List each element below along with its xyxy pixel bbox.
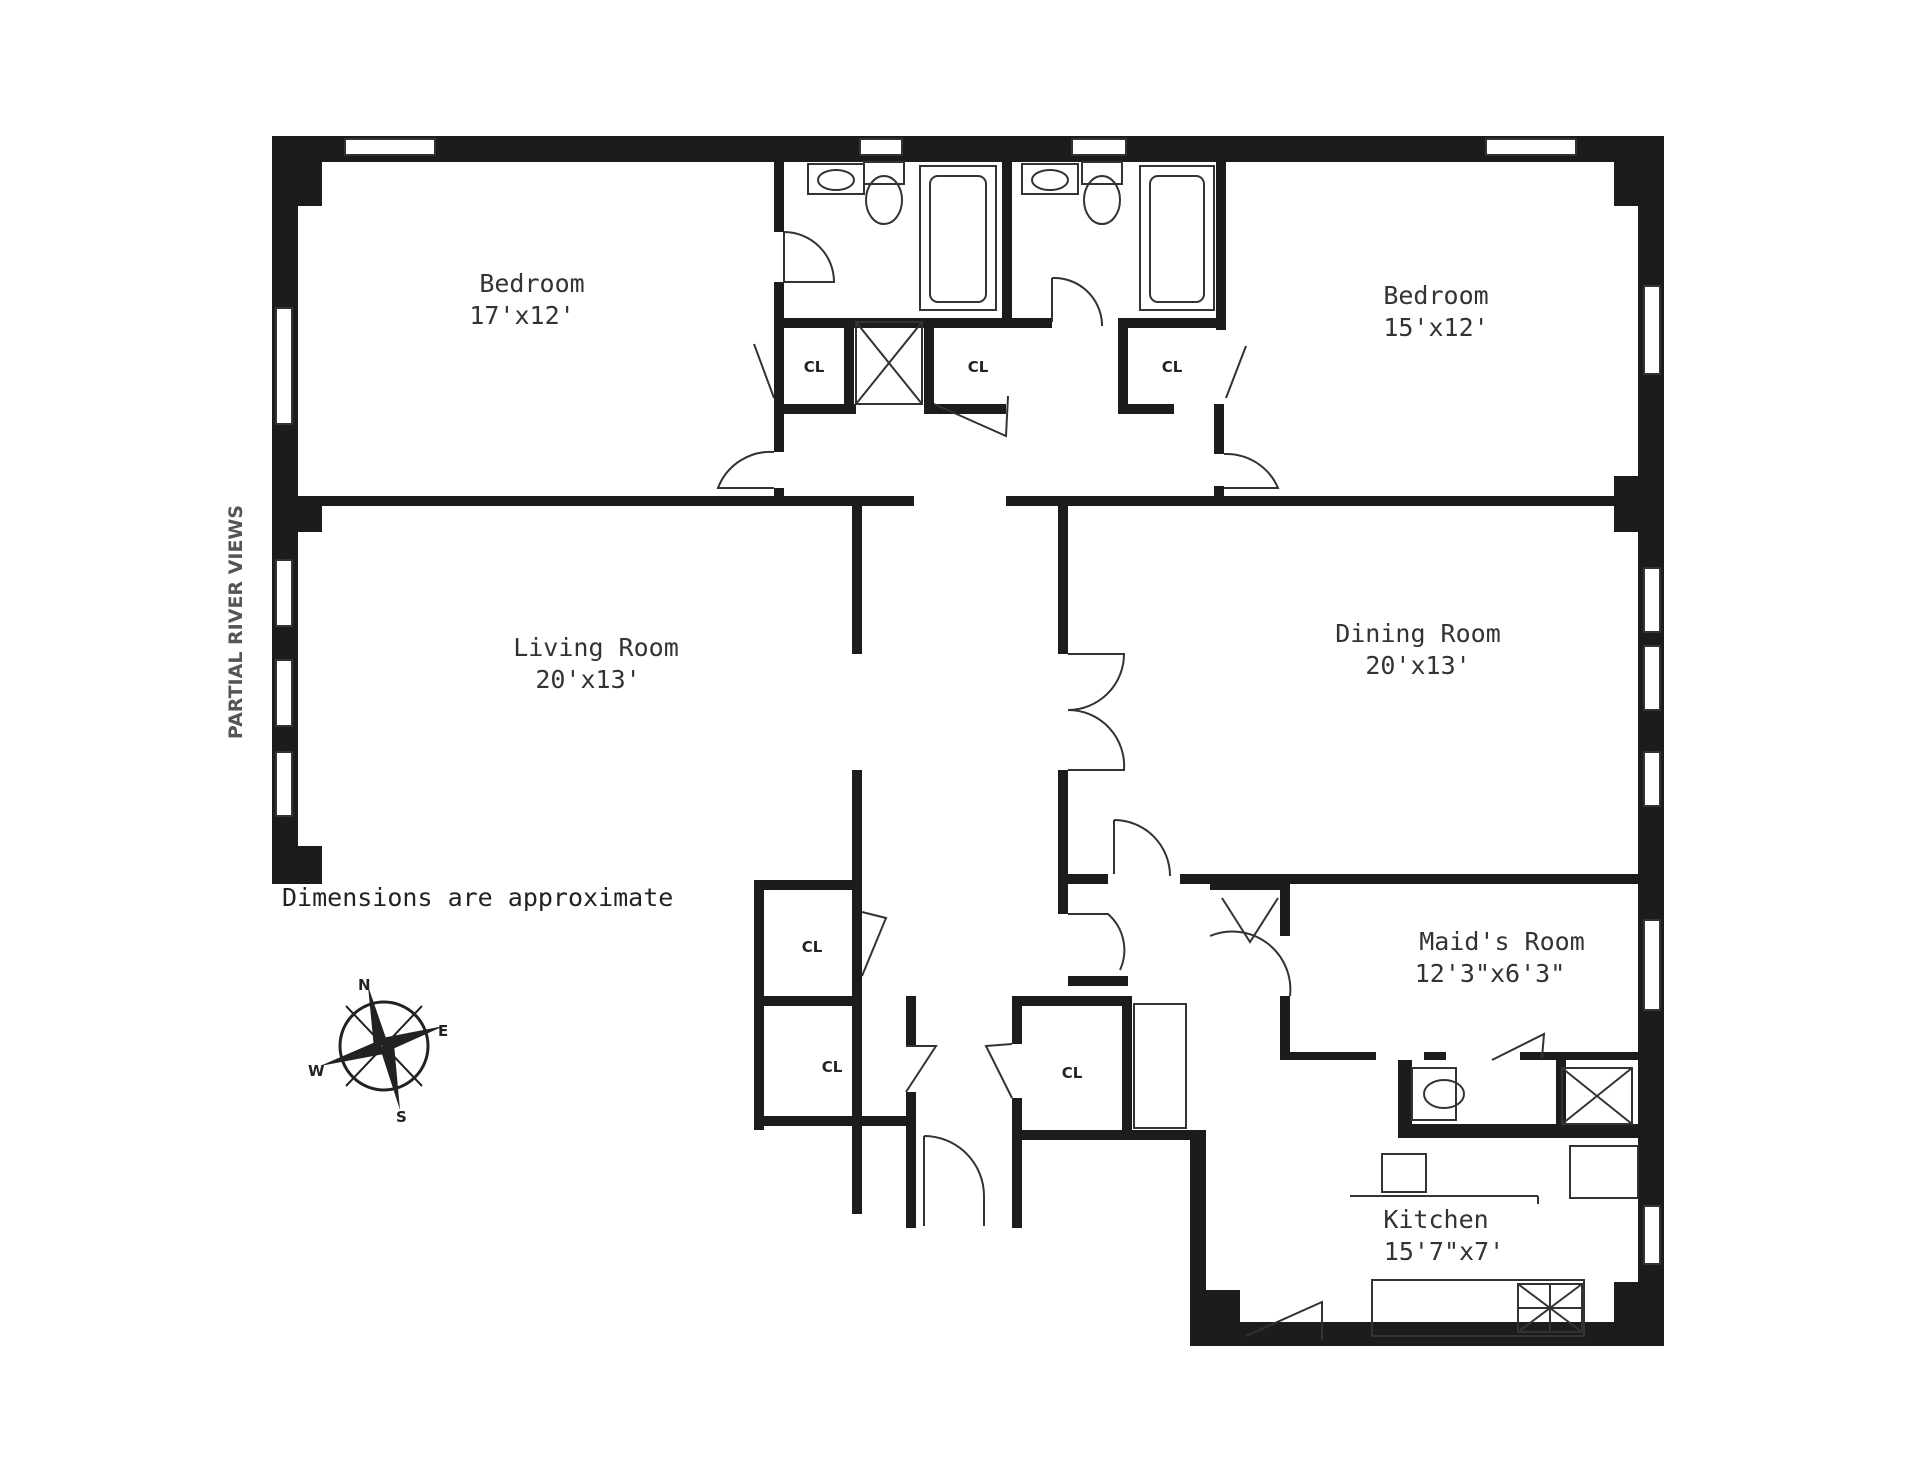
toilet-icon — [1411, 1067, 1457, 1121]
room-name-living-room: Living Room — [513, 633, 679, 662]
refrigerator-icon — [1569, 1145, 1639, 1199]
closet-label: CL — [804, 358, 825, 376]
sink-icon — [1381, 1153, 1427, 1193]
closet-label: CL — [1162, 358, 1183, 376]
counter-icon — [1371, 1279, 1585, 1337]
toilet-icon — [863, 161, 905, 185]
bathtub-icon — [919, 165, 997, 311]
room-name-dining-room: Dining Room — [1335, 619, 1501, 648]
room-dim-dining-room: 20'x13' — [1365, 651, 1470, 680]
room-name-bedroom-east: Bedroom — [1383, 281, 1488, 310]
door-swings — [716, 231, 1546, 1340]
sink-icon — [1021, 163, 1079, 195]
room-name-maids-room: Maid's Room — [1419, 927, 1585, 956]
compass-s: S — [396, 1108, 407, 1126]
compass-e: E — [438, 1022, 448, 1040]
closet-label: CL — [822, 1058, 843, 1076]
room-dim-living-room: 20'x13' — [535, 665, 640, 694]
room-dim-kitchen: 15'7"x7' — [1384, 1237, 1504, 1266]
room-name-kitchen: Kitchen — [1383, 1205, 1488, 1234]
closet-label: CL — [1062, 1064, 1083, 1082]
closet-labels: CL CL CL CL CL CL — [802, 358, 1183, 1082]
compass-n: N — [358, 976, 371, 994]
shower-icon — [855, 321, 923, 405]
dimensions-note: Dimensions are approximate — [282, 883, 673, 912]
room-labels: Bedroom 17'x12' Bedroom 15'x12' Living R… — [469, 269, 1584, 1266]
compass-icon: N E S W — [308, 976, 448, 1126]
compass-w: W — [308, 1062, 325, 1080]
shower-icon — [1561, 1067, 1633, 1125]
pantry-icon — [1133, 1003, 1187, 1129]
windows — [275, 138, 1661, 1265]
bathtub-icon — [1139, 165, 1215, 311]
toilet-icon — [1081, 161, 1123, 185]
room-dim-maids-room: 12'3"x6'3" — [1415, 959, 1566, 988]
closet-label: CL — [802, 938, 823, 956]
room-dim-bedroom-west: 17'x12' — [469, 301, 574, 330]
room-name-bedroom-west: Bedroom — [479, 269, 584, 298]
partial-river-views-label: PARTIAL RIVER VIEWS — [225, 505, 247, 739]
fixtures — [807, 161, 1639, 1337]
room-dim-bedroom-east: 15'x12' — [1383, 313, 1488, 342]
closet-label: CL — [968, 358, 989, 376]
